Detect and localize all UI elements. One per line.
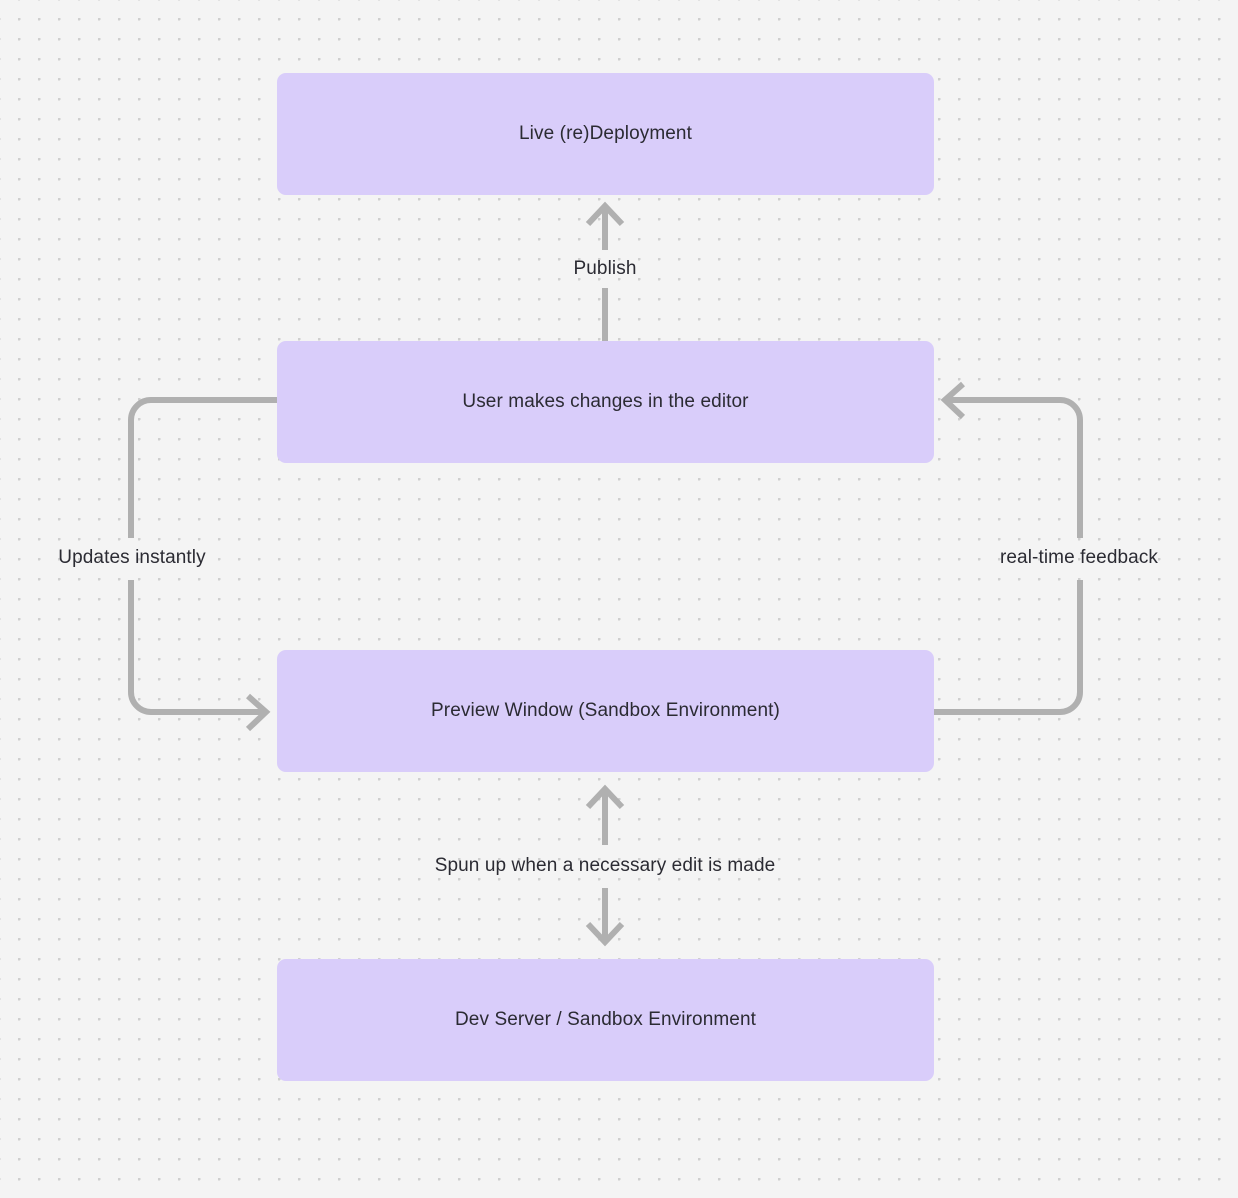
node-preview-window-label: Preview Window (Sandbox Environment) <box>431 700 780 721</box>
node-user-edits[interactable]: User makes changes in the editor <box>277 341 934 463</box>
edge-real-time-feedback-arrowhead <box>940 381 966 420</box>
edge-publish-arrowhead <box>585 201 625 227</box>
edge-updates-instantly-segment-lower <box>128 580 264 715</box>
node-live-deployment-label: Live (re)Deployment <box>519 123 692 144</box>
edge-updates-instantly-segment-upper <box>128 397 277 538</box>
edge-real-time-feedback-segment-upper <box>947 397 1083 538</box>
node-live-deployment[interactable]: Live (re)Deployment <box>277 73 934 195</box>
node-dev-server[interactable]: Dev Server / Sandbox Environment <box>277 959 934 1081</box>
edge-spun-up-arrowhead-up <box>585 784 625 810</box>
edge-label-real-time-feedback: real-time feedback <box>999 547 1159 568</box>
edge-label-publish: Publish <box>573 258 637 279</box>
edge-label-updates-instantly: Updates instantly <box>58 547 206 568</box>
node-preview-window[interactable]: Preview Window (Sandbox Environment) <box>277 650 934 772</box>
node-user-edits-label: User makes changes in the editor <box>462 391 749 412</box>
node-dev-server-label: Dev Server / Sandbox Environment <box>454 1009 756 1030</box>
edge-spun-up-arrowhead-down <box>585 921 625 947</box>
edge-real-time-feedback-segment-lower <box>934 580 1083 715</box>
edge-updates-instantly-arrowhead <box>245 693 271 732</box>
edge-label-spun-up: Spun up when a necessary edit is made <box>434 855 776 876</box>
